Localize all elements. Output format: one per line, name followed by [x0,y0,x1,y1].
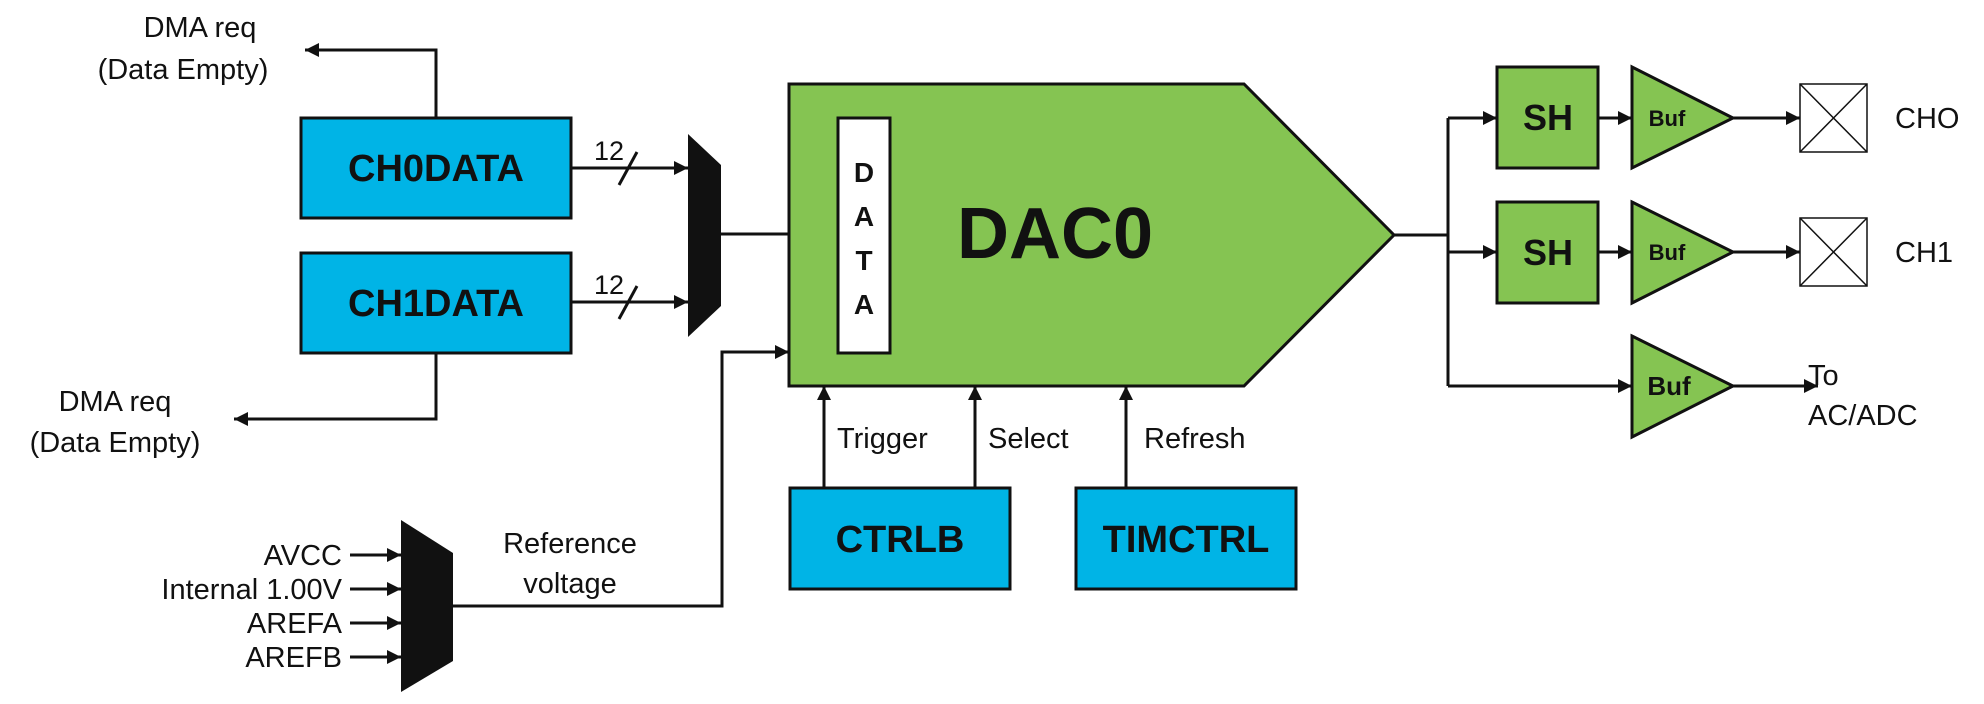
trigger-label: Trigger [837,423,928,455]
ch0-output-label: CHO [1895,103,1959,135]
reference-label-line1: Reference [503,528,637,560]
timctrl-label: TIMCTRL [1103,519,1270,561]
ch0-pin-icon [1799,83,1868,153]
timctrl-box [1074,486,1298,591]
ch0data-register: CH0DATA [299,116,573,220]
ch0-bus-width: 12 [594,136,624,166]
dma-bottom-arrow [234,353,438,426]
data-mux [688,134,721,337]
buf1-label: Buf [1649,240,1686,265]
dma-bottom-line1: DMA req [59,386,172,418]
dma-top-arrow [305,43,438,118]
ch1-output-label: CH1 [1895,237,1953,269]
buf0-triangle [1630,64,1737,171]
dma-request-top: DMA req (Data Empty) [98,12,438,118]
channel1-output: SH Buf CH1 [1495,199,1953,306]
ch1data-label: CH1DATA [348,283,524,325]
adc-output: Buf To AC/ADC [1630,333,1918,440]
data-letter-t: T [855,245,872,276]
ref-input-internal: Internal 1.00V [161,574,342,606]
refresh-label: Refresh [1144,423,1246,455]
data-letter-d: D [854,157,874,188]
data-letter-a1: A [854,201,874,232]
dac0-title: DAC0 [957,194,1153,274]
reference-inputs: AVCC Internal 1.00V AREFA AREFB [161,540,401,674]
dac0-block: DAC0 D A T A [787,82,1397,388]
reference-mux [401,520,453,692]
buf2-triangle [1630,333,1737,440]
dac0-shape [787,82,1397,388]
reference-label-line2: voltage [523,568,617,600]
buf2-label: Buf [1647,371,1691,401]
ch0-bus-slash [617,151,639,186]
ctrlb-box [788,486,1012,591]
dma-bottom-line2: (Data Empty) [30,427,201,459]
to-adc-line1: To [1808,360,1839,392]
reference-voltage-arrow [453,345,789,608]
timctrl-register: TIMCTRL [1074,486,1298,591]
dma-top-line2: (Data Empty) [98,54,269,86]
channel0-output: SH Buf CHO [1495,64,1959,171]
select-label: Select [988,423,1069,455]
ch0data-box [299,116,573,220]
buf1-triangle [1630,199,1737,306]
data-letter-a2: A [854,289,874,320]
sh1-box [1495,200,1600,305]
dma-request-bottom: DMA req (Data Empty) [30,353,438,459]
ch1data-register: CH1DATA [299,251,573,355]
ctrlb-label: CTRLB [836,519,965,561]
ch0-bus: 12 [571,136,688,186]
ch1-pin-icon [1799,217,1868,287]
data-register-box [836,116,892,355]
ch1-bus: 12 [571,270,688,320]
ch1data-box [299,251,573,355]
ref-input-avcc: AVCC [264,540,342,572]
output-fanout [1394,111,1632,393]
ch1-bus-width: 12 [594,270,624,300]
ch1-bus-slash [617,285,639,320]
dma-top-line1: DMA req [144,12,257,44]
buf0-label: Buf [1649,106,1686,131]
sh1-label: SH [1523,232,1573,273]
ch0data-label: CH0DATA [348,148,524,190]
sh0-label: SH [1523,97,1573,138]
ref-input-arefb: AREFB [245,642,342,674]
to-adc-line2: AC/ADC [1808,400,1918,432]
ctrlb-register: CTRLB [788,486,1012,591]
ref-input-arefa: AREFA [247,608,343,640]
